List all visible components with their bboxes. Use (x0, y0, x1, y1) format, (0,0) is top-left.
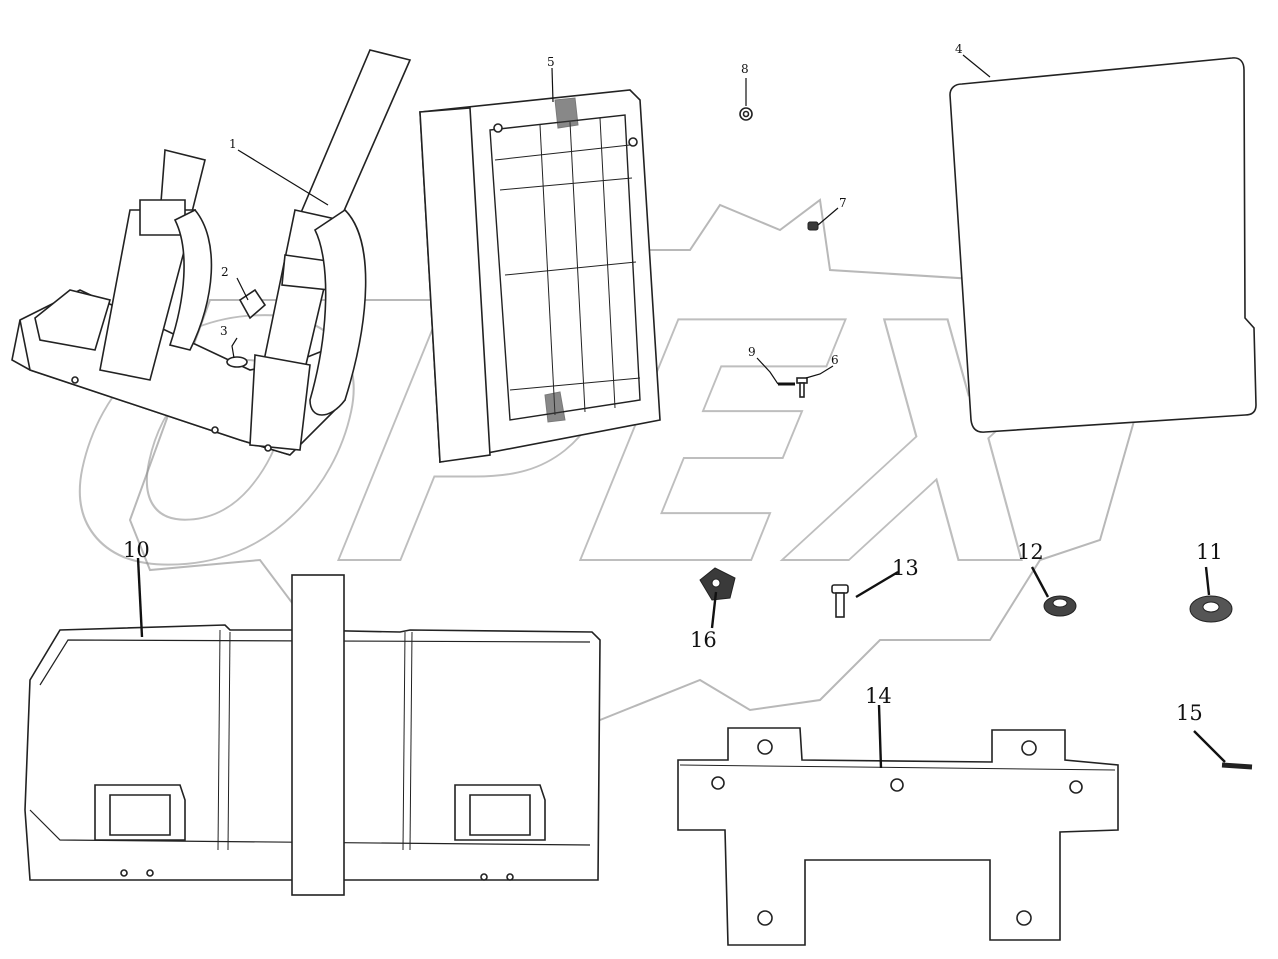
callout-14: 14 (865, 684, 892, 708)
callout-10: 10 (123, 538, 150, 562)
part-13-bolt (831, 584, 849, 618)
callout-9: 9 (748, 345, 756, 359)
part-10-tray (24, 574, 601, 896)
callout-12: 12 (1017, 540, 1044, 564)
callout-5: 5 (547, 55, 555, 69)
callout-11: 11 (1196, 540, 1223, 564)
part-5-panel (419, 89, 661, 463)
callout-labels: 1 2 3 4 5 6 7 8 9 10 11 12 13 14 15 16 (123, 42, 1223, 725)
part-15-pin (1221, 762, 1253, 770)
leader-lines (136, 54, 1226, 769)
callout-4: 4 (955, 42, 963, 56)
part-12-washer (1043, 595, 1077, 617)
callout-7: 7 (839, 196, 847, 210)
part-7-plug (807, 221, 819, 231)
callout-6: 6 (831, 353, 839, 367)
part-14-mounting-plate (677, 727, 1119, 946)
callout-15: 15 (1176, 701, 1203, 725)
part-4-sheet (949, 57, 1257, 433)
part-8-nut (739, 107, 753, 121)
part-16-clip (699, 567, 736, 601)
part-1-bracket-with-straps (11, 49, 412, 456)
callout-16: 16 (690, 628, 717, 652)
callout-13: 13 (892, 556, 919, 580)
callout-2: 2 (221, 265, 229, 279)
callout-8: 8 (741, 62, 749, 76)
callout-3: 3 (220, 324, 228, 338)
callout-1: 1 (229, 137, 237, 151)
part-11-flat-washer (1189, 595, 1233, 623)
part-6-screw (796, 377, 808, 398)
